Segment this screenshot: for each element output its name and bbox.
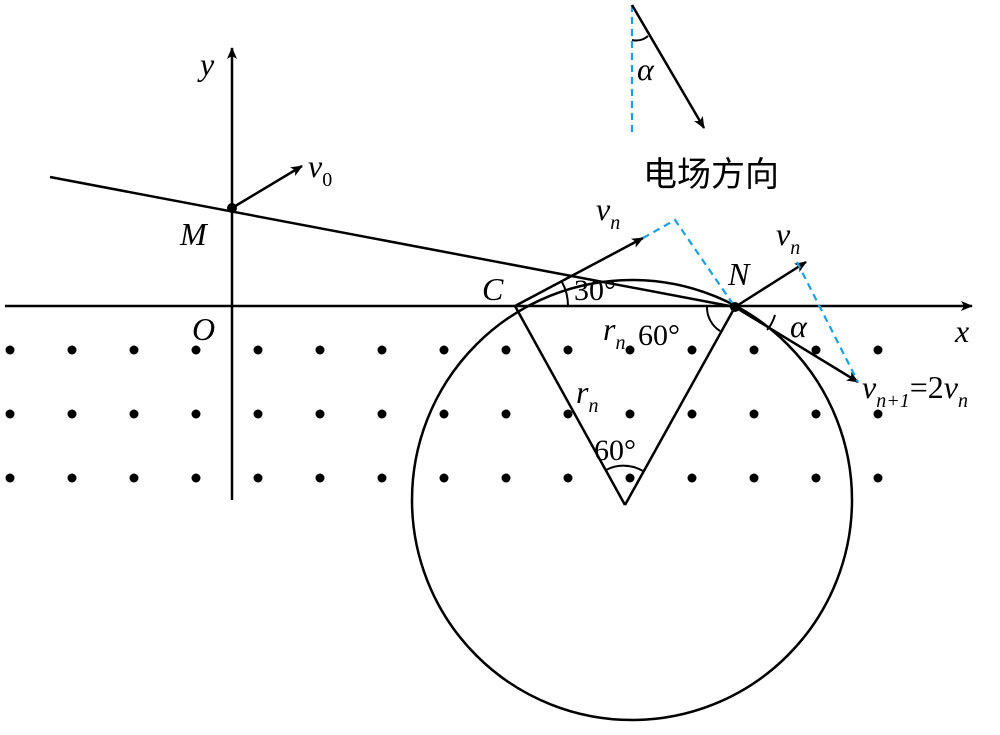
point-n-label: N <box>727 256 751 292</box>
field-dot <box>811 345 821 355</box>
field-dot <box>253 409 263 419</box>
vn-label-at-n: vn <box>776 216 800 259</box>
alpha-field-label: α <box>637 51 655 87</box>
field-dot <box>811 409 821 419</box>
point-m-label: M <box>179 216 209 252</box>
point-m-dot <box>227 203 237 213</box>
field-dot <box>501 409 511 419</box>
field-dot <box>315 345 325 355</box>
angle-60-center-label: 60° <box>594 434 636 467</box>
field-dot <box>873 345 883 355</box>
field-dot <box>67 345 77 355</box>
angle-arc-alpha-at-n <box>766 314 776 331</box>
field-dot <box>67 409 77 419</box>
point-c-label: C <box>482 271 504 307</box>
radius-label-top: rn <box>603 311 625 354</box>
field-direction-label: 电场方向 <box>643 155 779 195</box>
field-dot <box>315 473 325 483</box>
field-dot <box>315 409 325 419</box>
v0-arrow <box>231 164 303 210</box>
field-dot <box>625 409 635 419</box>
field-dot <box>563 345 573 355</box>
alpha-at-n-label: α <box>790 308 808 344</box>
y-axis-label: y <box>197 46 215 82</box>
field-dot <box>129 409 139 419</box>
field-dot <box>439 409 449 419</box>
field-dot <box>377 345 387 355</box>
field-dot <box>563 409 573 419</box>
x-axis-label: x <box>954 313 969 349</box>
field-dot <box>129 345 139 355</box>
angle-arc-30 <box>561 281 570 307</box>
vn-arrow-at-c <box>514 236 644 308</box>
field-dot <box>377 473 387 483</box>
field-dot <box>253 473 263 483</box>
angle-arc-60-center <box>605 464 644 472</box>
field-dot <box>687 473 697 483</box>
field-dot <box>873 473 883 483</box>
field-dot <box>5 409 15 419</box>
electric-field-arrow <box>630 4 706 129</box>
field-dot <box>129 473 139 483</box>
vnext-arrow <box>734 305 859 384</box>
angle-arc-60-at-n <box>705 306 721 332</box>
origin-label: O <box>192 311 215 347</box>
field-dot <box>439 473 449 483</box>
circular-path <box>410 278 854 722</box>
field-dot <box>563 473 573 483</box>
angle-30-label: 30° <box>574 274 616 307</box>
field-dot <box>873 409 883 419</box>
field-dot <box>749 473 759 483</box>
trajectory-line <box>49 175 736 309</box>
field-dot <box>5 345 15 355</box>
field-dot <box>377 409 387 419</box>
magnetic-field-dots <box>5 345 883 483</box>
field-dot <box>811 473 821 483</box>
field-dot <box>67 473 77 483</box>
field-dot <box>749 345 759 355</box>
radius-c <box>513 305 627 506</box>
vnext-label: vn+1=2vn <box>862 369 968 412</box>
field-dot <box>501 345 511 355</box>
field-dot <box>439 345 449 355</box>
radius-label-middle: rn <box>576 374 598 417</box>
field-dot <box>625 345 635 355</box>
v0-label: v0 <box>308 148 332 191</box>
angle-arc-alpha-field <box>631 35 649 42</box>
dashed-construction-n <box>796 261 859 383</box>
vn-label-at-c: vn <box>596 191 620 234</box>
field-dot <box>191 409 201 419</box>
field-dot <box>749 409 759 419</box>
field-dot <box>5 473 15 483</box>
point-n-dot <box>730 302 740 312</box>
field-dot <box>501 473 511 483</box>
field-dot <box>191 473 201 483</box>
field-dot <box>253 345 263 355</box>
angle-60-at-n-label: 60° <box>638 319 680 352</box>
radius-n <box>623 306 737 506</box>
vn-arrow-at-n <box>734 260 807 309</box>
field-dot <box>191 345 201 355</box>
dashed-construction-c <box>642 218 736 308</box>
field-dot <box>625 473 635 483</box>
field-dot <box>687 409 697 419</box>
field-dot <box>687 345 697 355</box>
